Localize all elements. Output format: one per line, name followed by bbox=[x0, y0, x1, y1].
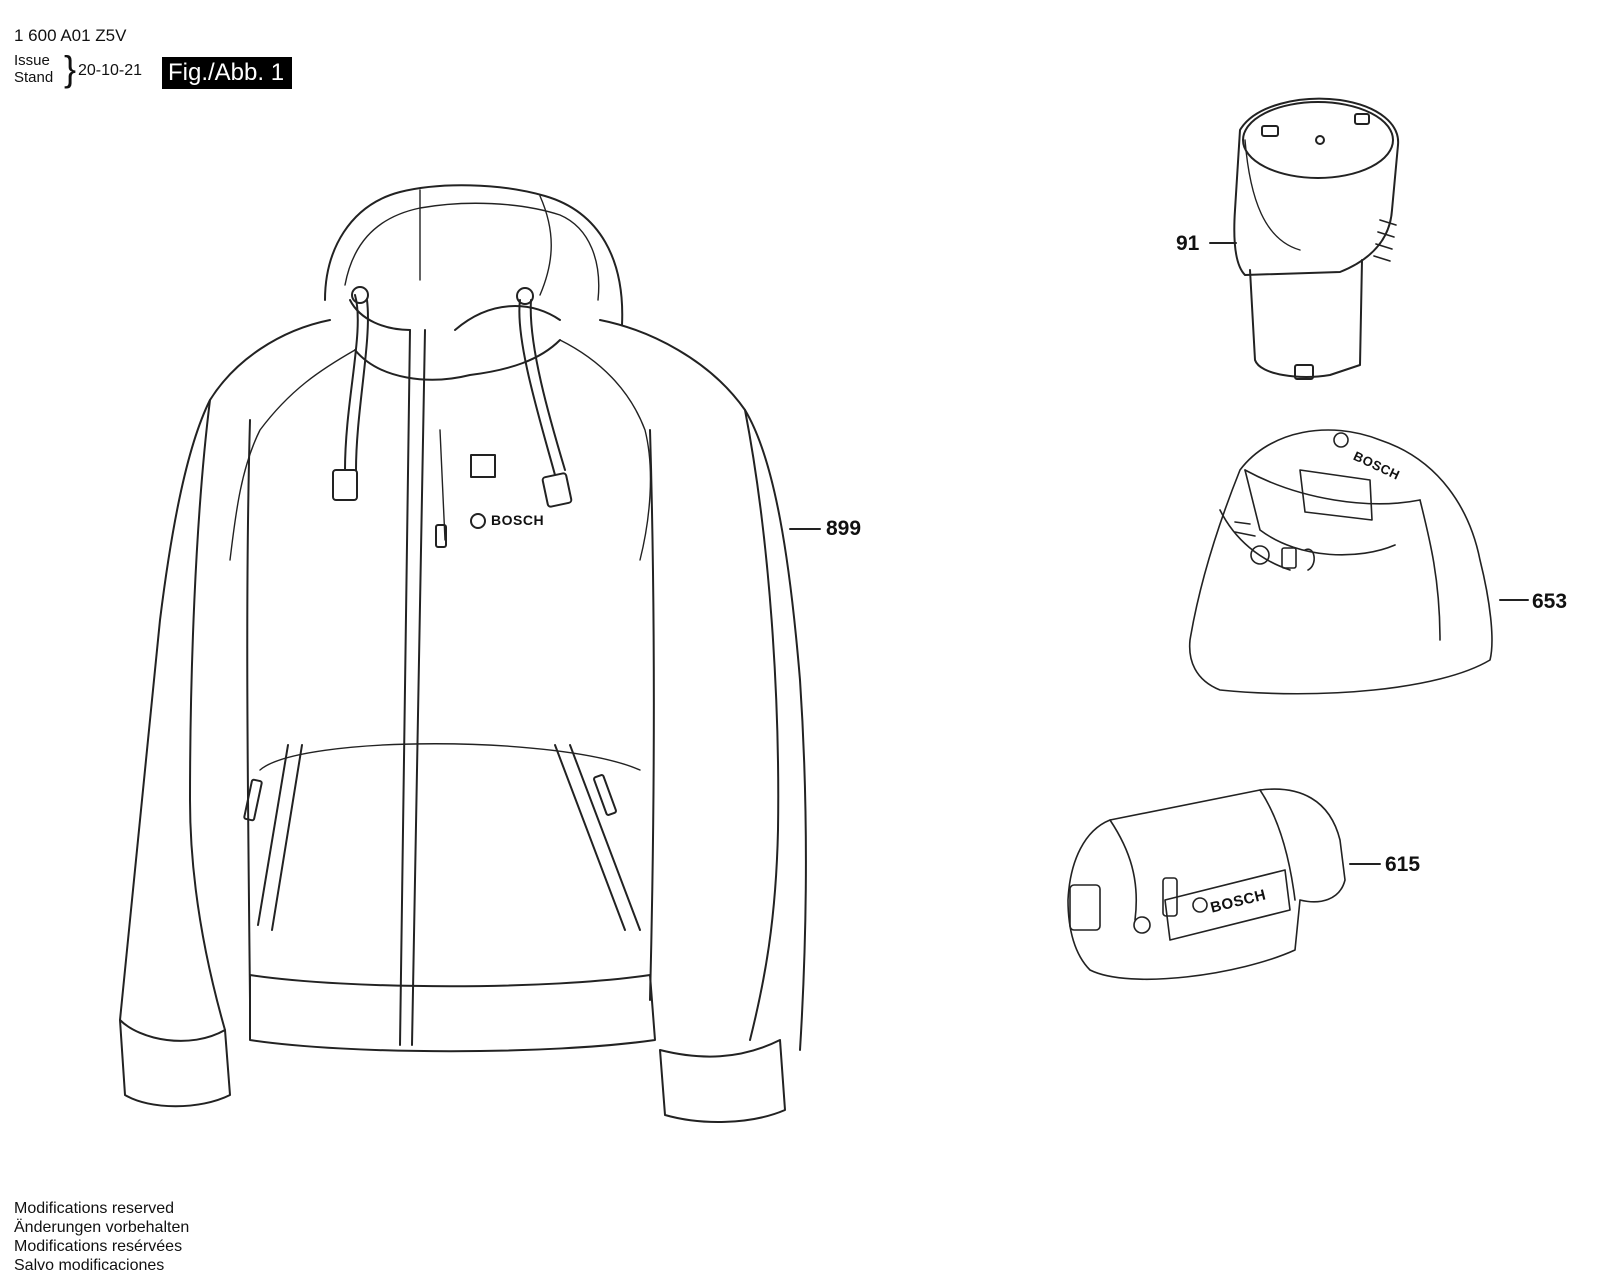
footer-line-de: Änderungen vorbehalten bbox=[14, 1219, 190, 1236]
jacket-brand-logo: BOSCH bbox=[491, 512, 545, 528]
figure-label: Fig./Abb. 1 bbox=[162, 57, 293, 89]
part-number: 1 600 A01 Z5V bbox=[14, 26, 127, 45]
adapter-drawing bbox=[1067, 788, 1346, 981]
footer-line-es: Salvo modificaciones bbox=[14, 1257, 165, 1274]
stand-label: Stand bbox=[14, 69, 54, 86]
battery-drawing bbox=[1233, 97, 1400, 380]
callout-615: 615 bbox=[1385, 853, 1421, 876]
issue-label: Issue bbox=[14, 52, 50, 69]
issue-stand-label: Issue Stand bbox=[14, 52, 53, 86]
callout-91: 91 bbox=[1176, 232, 1200, 255]
jacket-drawing bbox=[119, 184, 807, 1123]
modifications-notice: Modifications reserved Änderungen vorbeh… bbox=[14, 1199, 189, 1275]
footer-line-en: Modifications reserved bbox=[14, 1200, 175, 1217]
callout-899: 899 bbox=[826, 517, 862, 540]
brace-glyph: } bbox=[64, 48, 77, 89]
issue-date: 20-10-21 bbox=[78, 62, 143, 79]
charger-drawing bbox=[1188, 429, 1493, 695]
footer-line-fr: Modifications resérvées bbox=[14, 1238, 183, 1255]
callout-653: 653 bbox=[1532, 590, 1568, 613]
